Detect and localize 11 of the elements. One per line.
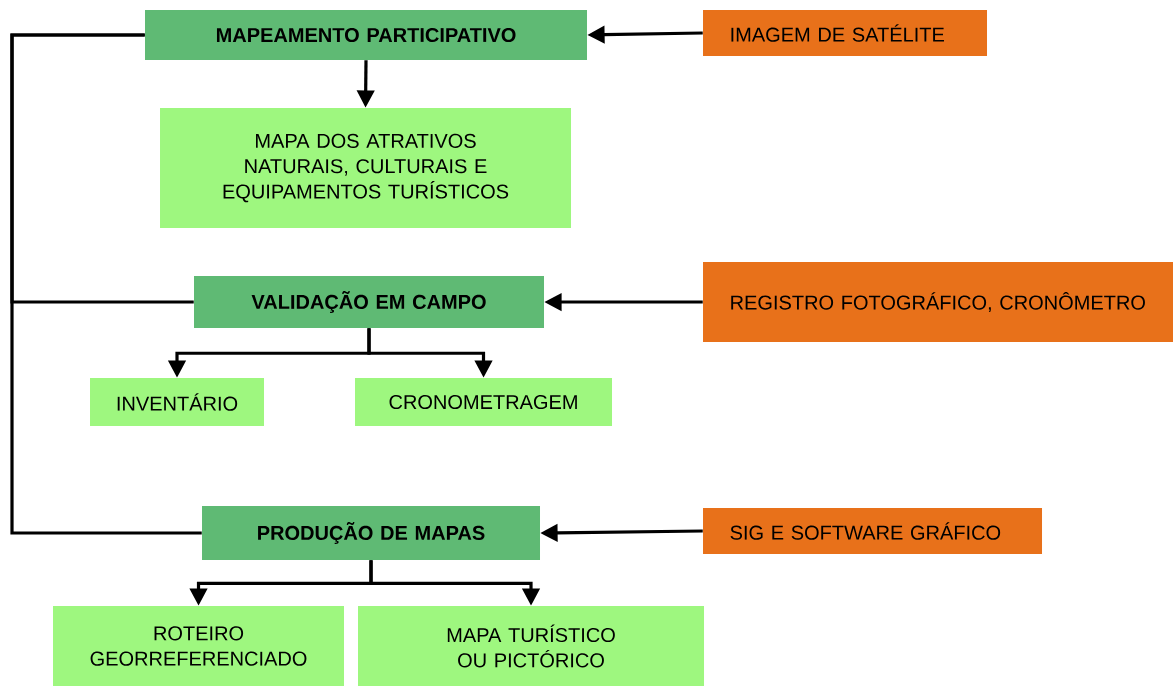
main-step-box: VALIDAÇÃO EM CAMPO: [194, 276, 544, 328]
output-box: ROTEIRO GEORREFERENCIADO: [53, 606, 344, 686]
output-box: MAPA TURÍSTICO OU PICTÓRICO: [358, 606, 704, 686]
output-box: INVENTÁRIO: [90, 378, 264, 426]
tool-box: IMAGEM DE SATÉLITE: [703, 10, 987, 56]
output-box: CRONOMETRAGEM: [355, 378, 612, 426]
main-step-box: PRODUÇÃO DE MAPAS: [202, 506, 540, 560]
tool-box: REGISTRO FOTOGRÁFICO, CRONÔMETRO: [703, 262, 1173, 342]
main-step-box: MAPEAMENTO PARTICIPATIVO: [145, 10, 587, 60]
output-box: MAPA DOS ATRATIVOS NATURAIS, CULTURAIS E EQUIPAMENTOS TURÍSTICOS: [160, 108, 571, 228]
tool-box: SIG E SOFTWARE GRÁFICO: [703, 508, 1042, 554]
